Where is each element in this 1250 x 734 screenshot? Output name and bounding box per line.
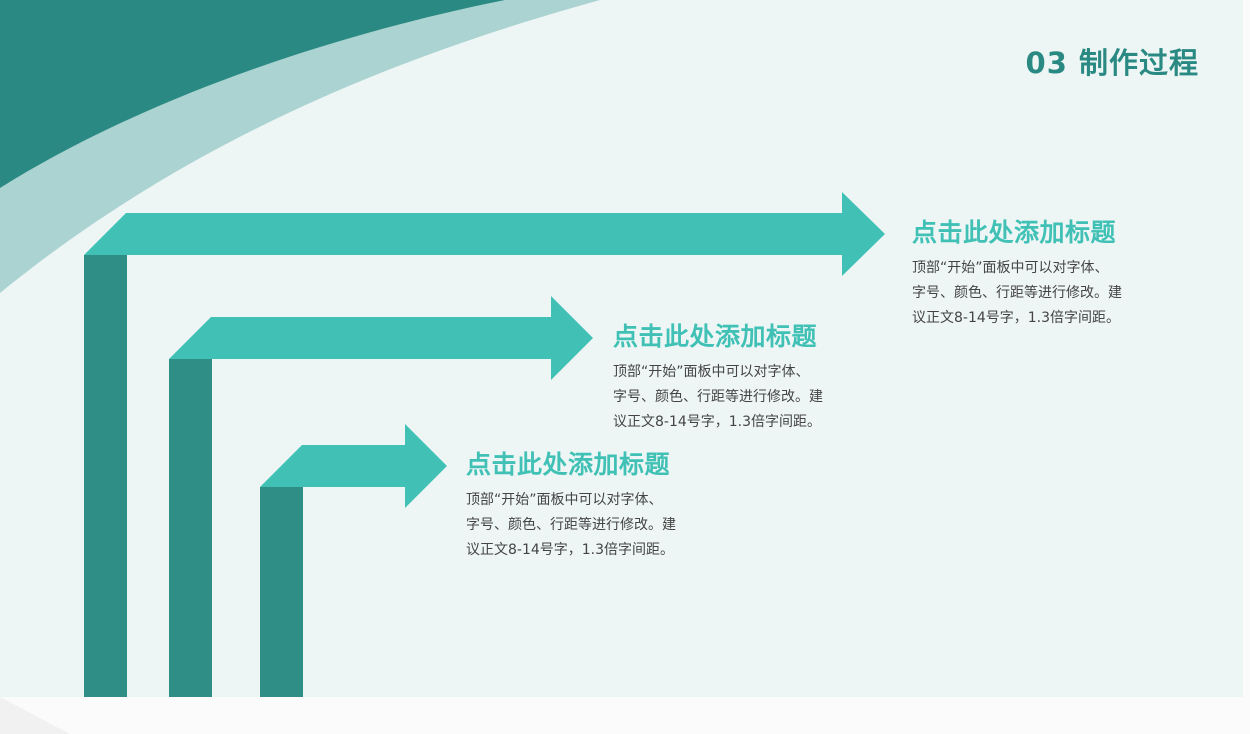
- desc-line: 顶部“开始”面板中可以对字体、: [613, 364, 810, 380]
- step-title[interactable]: 点击此处添加标题: [466, 450, 671, 479]
- step-arrow-1: [84, 192, 885, 697]
- desc-line: 字号、颜色、行距等进行修改。建: [912, 285, 1122, 301]
- desc-line: 顶部“开始”面板中可以对字体、: [466, 492, 663, 508]
- desc-line: 字号、颜色、行距等进行修改。建: [466, 517, 676, 533]
- step-title[interactable]: 点击此处添加标题: [912, 218, 1117, 247]
- footer-shadow-decoration: [0, 697, 70, 734]
- desc-line: 议正文8-14号字，1.3倍字间距。: [466, 542, 675, 558]
- step-description[interactable]: 顶部“开始”面板中可以对字体、 字号、颜色、行距等进行修改。建 议正文8-14号…: [912, 256, 1152, 331]
- dark-swoosh-shape: [0, 0, 505, 188]
- arrow-stem: [169, 359, 212, 697]
- step-3-textbox[interactable]: 点击此处添加标题 顶部“开始”面板中可以对字体、 字号、颜色、行距等进行修改。建…: [466, 450, 706, 563]
- arrow-stem: [84, 255, 127, 697]
- arrow-head: [405, 424, 447, 508]
- step-1-textbox[interactable]: 点击此处添加标题 顶部“开始”面板中可以对字体、 字号、颜色、行距等进行修改。建…: [912, 218, 1152, 331]
- step-arrow-3: [260, 424, 447, 697]
- desc-line: 议正文8-14号字，1.3倍字间距。: [912, 310, 1121, 326]
- arrow-band: [260, 445, 406, 487]
- desc-line: 议正文8-14号字，1.3倍字间距。: [613, 414, 822, 430]
- step-arrow-2: [169, 296, 593, 697]
- step-description[interactable]: 顶部“开始”面板中可以对字体、 字号、颜色、行距等进行修改。建 议正文8-14号…: [613, 360, 853, 435]
- step-title[interactable]: 点击此处添加标题: [613, 322, 818, 351]
- step-description[interactable]: 顶部“开始”面板中可以对字体、 字号、颜色、行距等进行修改。建 议正文8-14号…: [466, 488, 706, 563]
- arrow-band: [169, 317, 552, 359]
- slide-canvas: 03 制作过程 点击此处添加标题 顶部“开始”面板中可以对字体、 字号、颜色、行…: [0, 0, 1243, 697]
- step-2-textbox[interactable]: 点击此处添加标题 顶部“开始”面板中可以对字体、 字号、颜色、行距等进行修改。建…: [613, 322, 853, 435]
- arrow-band: [84, 213, 843, 255]
- page-title: 03 制作过程: [1025, 46, 1199, 80]
- arrow-head: [842, 192, 885, 276]
- desc-line: 字号、颜色、行距等进行修改。建: [613, 389, 823, 405]
- desc-line: 顶部“开始”面板中可以对字体、: [912, 260, 1109, 276]
- decorative-background: [0, 0, 885, 697]
- arrow-head: [551, 296, 593, 380]
- arrow-stem: [260, 487, 303, 697]
